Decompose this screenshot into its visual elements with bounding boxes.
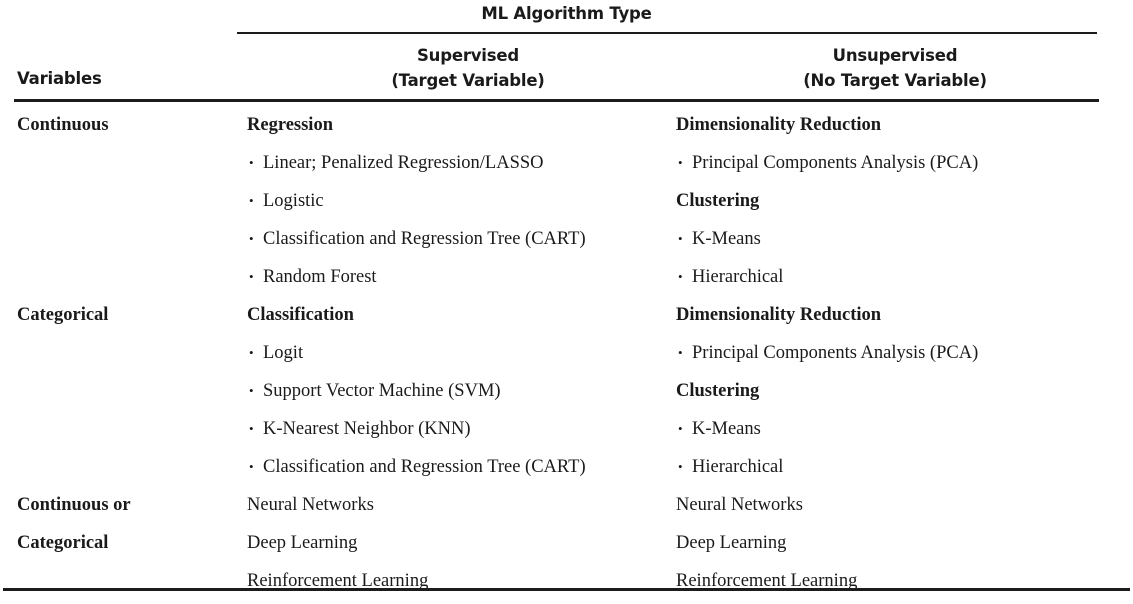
supervised-cell: Classification and Regression Tree (CART… bbox=[248, 452, 688, 482]
supervised-cell: K-Nearest Neighbor (KNN) bbox=[248, 414, 688, 444]
table-row: LogitPrincipal Components Analysis (PCA) bbox=[0, 338, 1133, 376]
group-column-header: ML Algorithm Type bbox=[481, 4, 652, 23]
variable-cell: Continuous bbox=[17, 115, 109, 135]
table-row: K-Nearest Neighbor (KNN)K-Means bbox=[0, 414, 1133, 452]
column-header-supervised: Supervised (Target Variable) bbox=[318, 43, 618, 93]
supervised-cell: Classification bbox=[247, 305, 354, 325]
supervised-cell: Reinforcement Learning bbox=[247, 571, 429, 591]
table-row: Support Vector Machine (SVM)Clustering bbox=[0, 376, 1133, 414]
table-row: Random ForestHierarchical bbox=[0, 262, 1133, 300]
unsupervised-cell: K-Means bbox=[677, 224, 1132, 254]
unsupervised-cell: Dimensionality Reduction bbox=[676, 115, 882, 135]
table-row: Categorical Deep Learning Deep Learning bbox=[0, 528, 1133, 566]
unsupervised-cell: K-Means bbox=[677, 414, 1132, 444]
column-header-unsupervised-line1: Unsupervised bbox=[832, 46, 958, 65]
supervised-cell: Logistic bbox=[248, 186, 688, 216]
unsupervised-cell: Hierarchical bbox=[677, 262, 1132, 292]
supervised-cell: Classification and Regression Tree (CART… bbox=[248, 224, 688, 254]
table-row: Classification and Regression Tree (CART… bbox=[0, 224, 1133, 262]
column-header-supervised-line1: Supervised bbox=[416, 46, 519, 65]
unsupervised-cell: Clustering bbox=[676, 191, 760, 211]
table-row: Continuous or Neural Networks Neural Netwo… bbox=[0, 490, 1133, 528]
column-header-supervised-line2: (Target Variable) bbox=[391, 71, 545, 90]
table-row: Classification and Regression Tree (CART… bbox=[0, 452, 1133, 490]
column-header-unsupervised: Unsupervised (No Target Variable) bbox=[745, 43, 1045, 93]
supervised-cell: Regression bbox=[247, 115, 333, 135]
unsupervised-cell: Reinforcement Learning bbox=[676, 571, 858, 591]
unsupervised-cell: Principal Components Analysis (PCA) bbox=[677, 338, 1132, 368]
supervised-cell: Linear; Penalized Regression/LASSO bbox=[248, 148, 688, 178]
stub-column-header: Variables bbox=[17, 69, 102, 88]
supervised-cell: Deep Learning bbox=[247, 533, 358, 553]
header-bottom-rule bbox=[14, 99, 1099, 102]
supervised-cell: Logit bbox=[248, 338, 688, 368]
unsupervised-cell: Neural Networks bbox=[676, 495, 803, 515]
supervised-cell: Support Vector Machine (SVM) bbox=[248, 376, 688, 406]
unsupervised-cell: Principal Components Analysis (PCA) bbox=[677, 148, 1132, 178]
table-row: Linear; Penalized Regression/LASSOPrinci… bbox=[0, 148, 1133, 186]
table-bottom-rule bbox=[3, 588, 1130, 591]
supervised-cell: Neural Networks bbox=[247, 495, 374, 515]
variable-cell: Categorical bbox=[17, 305, 109, 325]
group-header-rule bbox=[237, 32, 1097, 34]
column-header-unsupervised-line2: (No Target Variable) bbox=[803, 71, 987, 90]
unsupervised-cell: Dimensionality Reduction bbox=[676, 305, 882, 325]
table-row: Continuous Regression Dimensionality Reduc… bbox=[0, 110, 1133, 148]
unsupervised-cell: Deep Learning bbox=[676, 533, 787, 553]
table-row: Categorical Classification Dimensionality … bbox=[0, 300, 1133, 338]
supervised-cell: Random Forest bbox=[248, 262, 688, 292]
table-row: Reinforcement Learning Reinforcement Lear… bbox=[0, 566, 1133, 604]
unsupervised-cell: Clustering bbox=[676, 381, 760, 401]
variable-cell: Categorical bbox=[17, 533, 109, 553]
unsupervised-cell: Hierarchical bbox=[677, 452, 1132, 482]
variable-cell: Continuous or bbox=[17, 495, 131, 515]
